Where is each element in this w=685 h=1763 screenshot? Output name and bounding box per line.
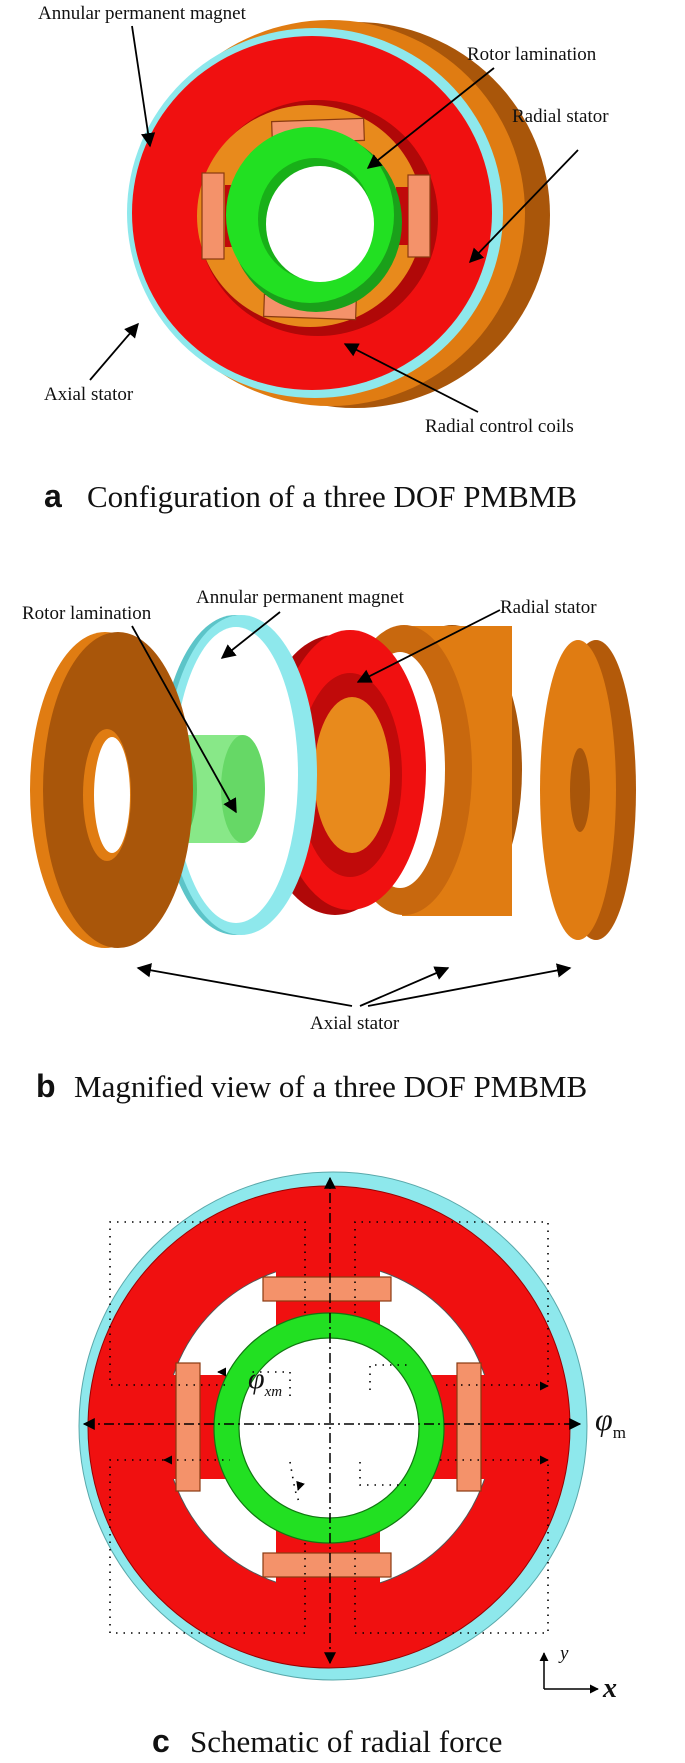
caption-text-a: Configuration of a three DOF PMBMB: [87, 479, 577, 514]
caption-text-b: Magnified view of a three DOF PMBMB: [74, 1069, 587, 1104]
panel-b-exploded-view: [30, 615, 636, 948]
panel-c-symbols: φxm φm: [248, 1362, 626, 1442]
caption-letter-c: c: [152, 1723, 170, 1759]
phi-glyph-m: φ: [595, 1401, 613, 1437]
phi-m-symbol: φm: [595, 1401, 626, 1442]
panel-a-assembly: [127, 20, 550, 408]
phi-m-subscript: m: [613, 1423, 626, 1442]
coordinate-axes: y x: [539, 1643, 617, 1704]
label-rotor-lamination-b: Rotor lamination: [22, 603, 152, 624]
phi-xm-subscript: xm: [264, 1384, 283, 1400]
panel-b-pointers: [131, 609, 572, 1007]
phi-glyph: φ: [248, 1362, 265, 1395]
label-annular-magnet-b: Annular permanent magnet: [196, 587, 405, 608]
axis-x-label: x: [602, 1673, 617, 1704]
label-radial-stator-a: Radial stator: [512, 106, 609, 127]
label-radial-coils-a: Radial control coils: [425, 416, 574, 437]
label-annular-magnet-a: Annular permanent magnet: [38, 3, 247, 24]
caption-letter-b: b: [36, 1068, 56, 1104]
caption-letter-a: a: [44, 478, 62, 514]
phi-xm-symbol: φxm: [248, 1362, 282, 1400]
label-radial-stator-b: Radial stator: [500, 597, 597, 618]
label-axial-stator-b: Axial stator: [310, 1013, 400, 1034]
panel-a-pointers: [89, 25, 579, 413]
label-rotor-lamination-a: Rotor lamination: [467, 44, 597, 65]
panel-b-labels: Annular permanent magnet Rotor laminatio…: [22, 587, 597, 1034]
panel-c-caption: c Schematic of radial force: [152, 1723, 502, 1759]
panel-a-labels: Annular permanent magnet Rotor laminatio…: [38, 3, 609, 437]
panel-a: Annular permanent magnet Rotor laminatio…: [38, 3, 609, 514]
panel-b: Annular permanent magnet Rotor laminatio…: [22, 587, 636, 1104]
panel-a-caption: a Configuration of a three DOF PMBMB: [44, 478, 577, 514]
panel-c-schematic: [78, 1171, 588, 1681]
axis-y-label: y: [558, 1643, 569, 1664]
label-axial-stator-a: Axial stator: [44, 384, 134, 405]
caption-text-c: Schematic of radial force: [190, 1724, 502, 1759]
panel-c: φxm φm y x c Schematic of radial force: [78, 1171, 626, 1759]
panel-b-caption: b Magnified view of a three DOF PMBMB: [36, 1068, 587, 1104]
